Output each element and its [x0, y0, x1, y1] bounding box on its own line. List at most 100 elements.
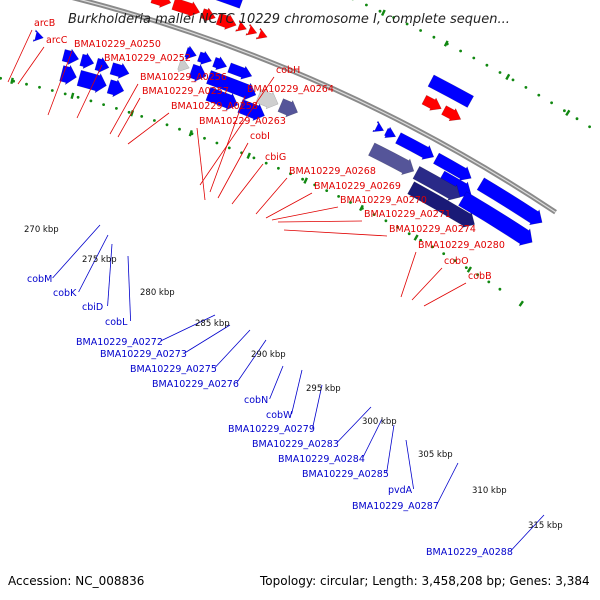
- top-gene-label[interactable]: BMA10229_A0280: [418, 240, 505, 251]
- reverse-gene[interactable]: [227, 62, 253, 80]
- major-tick: [466, 266, 473, 273]
- reverse-gene[interactable]: [255, 89, 279, 110]
- inner-tick-dot: [50, 89, 54, 92]
- reverse-gene[interactable]: [188, 63, 207, 82]
- top-gene-label[interactable]: cobI: [250, 131, 270, 142]
- bottom-gene-label[interactable]: cbiD: [82, 302, 103, 313]
- reverse-gene[interactable]: [32, 29, 44, 42]
- major-tick: [518, 300, 524, 307]
- forward-gene[interactable]: [441, 105, 462, 122]
- top-gene-label[interactable]: BMA10229_A0256: [140, 72, 227, 83]
- bottom-gene-label[interactable]: BMA10229_A0288: [426, 547, 513, 558]
- bottom-label-leader: [160, 314, 216, 342]
- top-gene-label[interactable]: cbiG: [265, 152, 286, 163]
- bottom-gene-label[interactable]: BMA10229_A0287: [352, 501, 439, 512]
- forward-gene[interactable]: [171, 0, 201, 18]
- kbp-tick-label: 310 kbp: [472, 486, 507, 496]
- forward-gene[interactable]: [255, 27, 268, 40]
- top-gene-label[interactable]: BMA10229_A0250: [74, 39, 161, 50]
- forward-gene[interactable]: [245, 23, 258, 36]
- bottom-gene-label[interactable]: BMA10229_A0276: [152, 379, 239, 390]
- reverse-gene[interactable]: [184, 45, 197, 60]
- reverse-gene[interactable]: [212, 56, 228, 71]
- bottom-label-leader: [362, 418, 383, 459]
- top-gene-label[interactable]: cobB: [468, 271, 492, 282]
- reverse-gene[interactable]: [197, 50, 213, 65]
- reverse-gene[interactable]: [106, 78, 125, 98]
- outer-tick-dot: [392, 16, 395, 19]
- reverse-gene[interactable]: [395, 132, 435, 160]
- reverse-gene[interactable]: [384, 126, 397, 139]
- top-gene-label[interactable]: BMA10229_A0268: [289, 166, 376, 177]
- reverse-gene[interactable]: [61, 48, 80, 66]
- inner-tick-dot: [115, 107, 118, 110]
- bottom-gene-label[interactable]: cobN: [244, 395, 268, 406]
- bottom-gene-label[interactable]: cobK: [53, 288, 77, 299]
- bottom-gene-label[interactable]: BMA10229_A0273: [100, 349, 187, 360]
- bottom-gene-label[interactable]: cobW: [266, 410, 293, 421]
- bottom-gene-label[interactable]: BMA10229_A0285: [302, 469, 389, 480]
- top-gene-label[interactable]: arcC: [46, 35, 68, 46]
- outer-tick-dot: [459, 49, 462, 53]
- inner-tick-dot: [337, 195, 340, 198]
- bottom-label-leader: [236, 339, 267, 384]
- inner-tick-dot: [89, 99, 93, 103]
- forward-gene[interactable]: [421, 94, 442, 111]
- reverse-gene[interactable]: [407, 181, 475, 228]
- outer-gene[interactable]: [427, 74, 475, 108]
- reverse-gene[interactable]: [205, 86, 239, 111]
- reverse-gene[interactable]: [432, 152, 472, 181]
- top-label-leader: [283, 229, 388, 237]
- outer-tick-dot: [588, 125, 591, 129]
- reverse-gene[interactable]: [177, 57, 190, 73]
- reverse-gene[interactable]: [372, 120, 385, 133]
- bottom-gene-label[interactable]: BMA10229_A0284: [278, 454, 365, 465]
- top-gene-label[interactable]: cobO: [444, 256, 469, 267]
- top-label-leader: [217, 142, 249, 199]
- bottom-label-leader: [184, 324, 231, 354]
- top-label-leader: [109, 83, 139, 135]
- reverse-gene[interactable]: [458, 191, 533, 246]
- inner-tick-dot: [63, 92, 67, 96]
- reverse-gene[interactable]: [76, 69, 107, 94]
- bottom-gene-label[interactable]: pvdA: [388, 485, 413, 496]
- top-label-leader: [255, 177, 288, 215]
- forward-gene[interactable]: [200, 7, 216, 22]
- top-gene-label[interactable]: BMA10229_A0257: [142, 86, 229, 97]
- bottom-gene-label[interactable]: BMA10229_A0272: [76, 337, 163, 348]
- top-gene-label[interactable]: arcB: [34, 18, 55, 29]
- top-gene-label[interactable]: cobH: [276, 65, 300, 76]
- top-gene-label[interactable]: BMA10229_A0274: [389, 224, 476, 235]
- top-gene-label[interactable]: BMA10229_A0258: [171, 101, 258, 112]
- forward-gene[interactable]: [215, 12, 237, 30]
- reverse-gene[interactable]: [368, 142, 415, 176]
- reverse-gene[interactable]: [412, 165, 461, 201]
- bottom-gene-label[interactable]: cobM: [27, 274, 52, 285]
- top-gene-label[interactable]: BMA10229_A0263: [199, 116, 286, 127]
- reverse-gene[interactable]: [59, 64, 77, 86]
- bottom-label-leader: [436, 462, 459, 506]
- reverse-gene[interactable]: [79, 52, 95, 70]
- forward-gene[interactable]: [150, 0, 172, 9]
- bottom-label-leader: [269, 365, 284, 400]
- forward-gene[interactable]: [235, 19, 248, 32]
- inner-tick-dot: [264, 161, 268, 165]
- top-label-leader: [117, 97, 141, 138]
- bottom-gene-label[interactable]: BMA10229_A0275: [130, 364, 217, 375]
- top-gene-label[interactable]: BMA10229_A0252: [104, 53, 191, 64]
- bottom-gene-label[interactable]: cobL: [105, 317, 128, 328]
- top-gene-label[interactable]: BMA10229_A0264: [247, 84, 334, 95]
- reverse-gene[interactable]: [206, 70, 257, 101]
- outer-gene[interactable]: [197, 0, 244, 9]
- top-gene-label[interactable]: BMA10229_A0271: [364, 209, 451, 220]
- kbp-tick-label: 285 kbp: [195, 319, 230, 329]
- inner-tick-dot: [76, 95, 80, 99]
- bottom-gene-label[interactable]: BMA10229_A0283: [252, 439, 339, 450]
- reverse-gene[interactable]: [277, 98, 299, 118]
- top-gene-label[interactable]: BMA10229_A0269: [314, 181, 401, 192]
- reverse-gene[interactable]: [109, 62, 130, 80]
- reverse-gene[interactable]: [476, 177, 543, 226]
- bottom-gene-label[interactable]: BMA10229_A0279: [228, 424, 315, 435]
- top-gene-label[interactable]: BMA10229_A0270: [340, 195, 427, 206]
